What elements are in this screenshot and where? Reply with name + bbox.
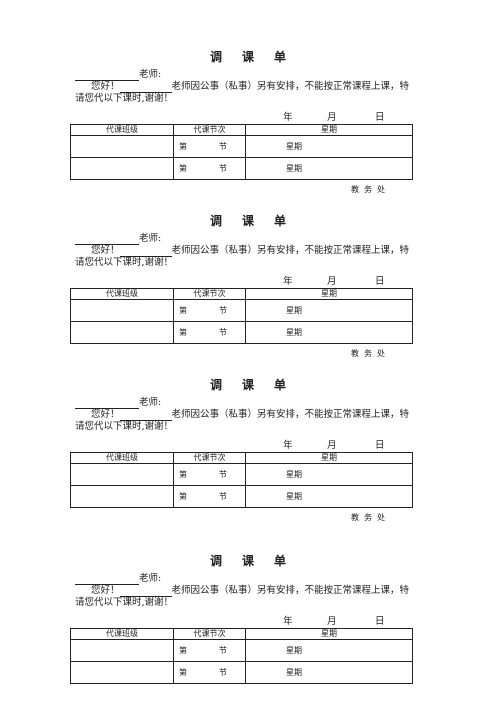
class-cell[interactable] [70, 639, 174, 662]
weekday-cell[interactable]: 星期 [245, 299, 413, 322]
teacher-line: 老师: [75, 69, 161, 81]
weekday-cell[interactable]: 星期 [245, 463, 413, 486]
form-title: 调课单 [209, 214, 287, 228]
teacher-line: 老师: [75, 233, 161, 245]
weekday-cell[interactable]: 星期 [245, 135, 413, 158]
body-line-2: 请您代以下课时,谢谢！ [75, 257, 174, 268]
header-period: 代课节次 [173, 288, 246, 300]
footer-office: 教务处 [351, 513, 390, 522]
body-line-1: 您好！老师因公事（私事）另有安排，不能按正常课程上课，特 [91, 409, 410, 421]
class-cell[interactable] [70, 135, 174, 158]
footer-office: 教务处 [351, 349, 390, 358]
absent-teacher-blank[interactable] [119, 586, 172, 597]
weekday-cell[interactable]: 星期 [245, 157, 413, 180]
body-line-2: 请您代以下课时,谢谢！ [75, 93, 174, 104]
period-cell[interactable]: 第节 [173, 299, 246, 322]
teacher-name-blank[interactable] [75, 398, 139, 409]
weekday-cell[interactable]: 星期 [245, 321, 413, 344]
footer-office: 教务处 [351, 185, 390, 194]
date-day: 日 [375, 440, 385, 451]
class-cell[interactable] [70, 661, 174, 684]
date-day: 日 [375, 276, 385, 287]
date-month: 月 [327, 276, 337, 287]
body-line-1: 您好！老师因公事（私事）另有安排，不能按正常课程上课，特 [91, 245, 410, 257]
period-cell[interactable]: 第节 [173, 463, 246, 486]
header-class: 代课班级 [70, 628, 174, 640]
schedule-table: 代课班级 代课节次 星期 第节 星期 第节 星期 [70, 124, 413, 180]
class-cell[interactable] [70, 485, 174, 508]
body-line-2: 请您代以下课时,谢谢！ [75, 597, 174, 608]
period-cell[interactable]: 第节 [173, 639, 246, 662]
class-cell[interactable] [70, 299, 174, 322]
weekday-cell[interactable]: 星期 [245, 639, 413, 662]
header-weekday: 星期 [245, 452, 413, 464]
body-line-1: 您好！老师因公事（私事）另有安排，不能按正常课程上课，特 [91, 585, 410, 597]
period-cell[interactable]: 第节 [173, 157, 246, 180]
body-line-1: 您好！老师因公事（私事）另有安排，不能按正常课程上课，特 [91, 81, 410, 93]
header-class: 代课班级 [70, 288, 174, 300]
date-day: 日 [375, 112, 385, 123]
teacher-name-blank[interactable] [75, 574, 139, 585]
absent-teacher-blank[interactable] [119, 246, 172, 257]
body-line-2: 请您代以下课时,谢谢！ [75, 421, 174, 432]
schedule-table: 代课班级 代课节次 星期 第节 星期 第节 星期 [70, 452, 413, 508]
date-month: 月 [327, 616, 337, 627]
header-period: 代课节次 [173, 124, 246, 136]
date-year: 年 [283, 112, 293, 123]
header-class: 代课班级 [70, 452, 174, 464]
class-cell[interactable] [70, 157, 174, 180]
date-month: 月 [327, 112, 337, 123]
weekday-cell[interactable]: 星期 [245, 661, 413, 684]
period-cell[interactable]: 第节 [173, 661, 246, 684]
header-period: 代课节次 [173, 452, 246, 464]
header-class: 代课班级 [70, 124, 174, 136]
header-weekday: 星期 [245, 628, 413, 640]
class-cell[interactable] [70, 463, 174, 486]
form-title: 调课单 [209, 378, 287, 392]
period-cell[interactable]: 第节 [173, 485, 246, 508]
absent-teacher-blank[interactable] [119, 82, 172, 93]
weekday-cell[interactable]: 星期 [245, 485, 413, 508]
absent-teacher-blank[interactable] [119, 410, 172, 421]
teacher-name-blank[interactable] [75, 234, 139, 245]
schedule-table: 代课班级 代课节次 星期 第节 星期 第节 星期 [70, 628, 413, 684]
form-title: 调课单 [209, 50, 287, 64]
schedule-table: 代课班级 代课节次 星期 第节 星期 第节 星期 [70, 288, 413, 344]
date-year: 年 [283, 616, 293, 627]
header-weekday: 星期 [245, 124, 413, 136]
date-year: 年 [283, 440, 293, 451]
period-cell[interactable]: 第节 [173, 321, 246, 344]
date-day: 日 [375, 616, 385, 627]
date-month: 月 [327, 440, 337, 451]
period-cell[interactable]: 第节 [173, 135, 246, 158]
class-cell[interactable] [70, 321, 174, 344]
teacher-name-blank[interactable] [75, 70, 139, 81]
form-title: 调课单 [209, 554, 287, 568]
header-weekday: 星期 [245, 288, 413, 300]
teacher-line: 老师: [75, 573, 161, 585]
date-year: 年 [283, 276, 293, 287]
header-period: 代课节次 [173, 628, 246, 640]
teacher-line: 老师: [75, 397, 161, 409]
